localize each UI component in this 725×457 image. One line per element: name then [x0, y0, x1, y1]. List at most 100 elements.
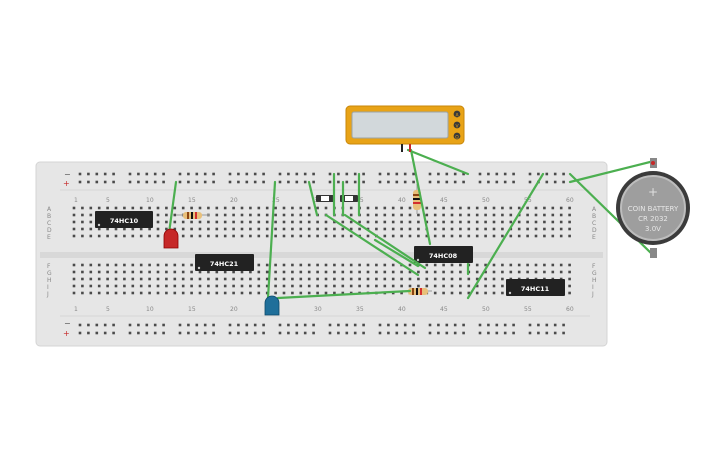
breadboard-hole[interactable] [139, 270, 143, 274]
breadboard-hole[interactable] [445, 323, 449, 327]
breadboard-hole[interactable] [203, 323, 207, 327]
breadboard-hole[interactable] [543, 263, 546, 267]
breadboard-hole[interactable] [249, 220, 252, 224]
breadboard-hole[interactable] [400, 206, 403, 210]
breadboard-hole[interactable] [378, 323, 382, 327]
breadboard-hole[interactable] [337, 180, 340, 184]
breadboard-hole[interactable] [417, 234, 420, 238]
breadboard-hole[interactable] [341, 270, 345, 274]
breadboard-hole[interactable] [295, 180, 299, 184]
breadboard-hole[interactable] [467, 277, 471, 281]
breadboard-hole[interactable] [106, 206, 109, 210]
breadboard-hole[interactable] [299, 277, 303, 281]
breadboard-hole[interactable] [501, 206, 504, 210]
breadboard-hole[interactable] [139, 227, 143, 231]
breadboard-hole[interactable] [89, 277, 93, 281]
breadboard-hole[interactable] [131, 284, 135, 288]
breadboard-hole[interactable] [114, 291, 118, 295]
breadboard-hole[interactable] [345, 323, 349, 327]
breadboard-hole[interactable] [78, 180, 82, 184]
breadboard-hole[interactable] [517, 234, 521, 238]
breadboard-hole[interactable] [87, 180, 90, 184]
breadboard-hole[interactable] [484, 263, 487, 267]
breadboard-hole[interactable] [249, 277, 252, 281]
breadboard-hole[interactable] [450, 234, 454, 238]
breadboard-hole[interactable] [274, 220, 277, 224]
breadboard-hole[interactable] [131, 234, 135, 238]
breadboard-hole[interactable] [403, 172, 407, 176]
breadboard-hole[interactable] [537, 323, 540, 327]
breadboard-hole[interactable] [349, 270, 353, 274]
breadboard-hole[interactable] [395, 172, 399, 176]
breadboard-hole[interactable] [139, 291, 143, 295]
breadboard-hole[interactable] [198, 284, 202, 288]
breadboard-hole[interactable] [198, 234, 202, 238]
wire[interactable] [409, 148, 432, 246]
breadboard-hole[interactable] [559, 213, 563, 217]
breadboard-hole[interactable] [223, 284, 227, 288]
breadboard-hole[interactable] [190, 284, 193, 288]
breadboard-hole[interactable] [503, 323, 507, 327]
breadboard-hole[interactable] [245, 172, 249, 176]
breadboard-hole[interactable] [459, 206, 462, 210]
breadboard-hole[interactable] [358, 284, 361, 288]
breadboard-hole[interactable] [307, 227, 311, 231]
breadboard-hole[interactable] [349, 227, 353, 231]
breadboard-hole[interactable] [509, 206, 513, 210]
breadboard-hole[interactable] [366, 220, 370, 224]
breadboard-hole[interactable] [526, 234, 529, 238]
breadboard-hole[interactable] [543, 270, 546, 274]
breadboard-hole[interactable] [165, 220, 168, 224]
breadboard-hole[interactable] [478, 323, 482, 327]
breadboard-hole[interactable] [383, 277, 387, 281]
breadboard-hole[interactable] [478, 180, 482, 184]
breadboard-hole[interactable] [249, 227, 252, 231]
breadboard-hole[interactable] [87, 172, 90, 176]
breadboard-hole[interactable] [553, 331, 557, 335]
breadboard-hole[interactable] [299, 227, 303, 231]
breadboard-hole[interactable] [198, 220, 202, 224]
breadboard-hole[interactable] [207, 227, 210, 231]
breadboard-hole[interactable] [72, 284, 76, 288]
breadboard-hole[interactable] [383, 220, 387, 224]
breadboard-hole[interactable] [484, 277, 487, 281]
breadboard-hole[interactable] [78, 172, 82, 176]
breadboard-hole[interactable] [526, 220, 529, 224]
breadboard-hole[interactable] [437, 172, 440, 176]
breadboard-hole[interactable] [545, 172, 549, 176]
breadboard-hole[interactable] [112, 331, 115, 335]
breadboard-hole[interactable] [307, 206, 311, 210]
breadboard-hole[interactable] [349, 263, 353, 267]
breadboard-hole[interactable] [137, 323, 140, 327]
breadboard-hole[interactable] [378, 172, 382, 176]
breadboard-hole[interactable] [282, 227, 286, 231]
breadboard-hole[interactable] [459, 213, 462, 217]
breadboard-hole[interactable] [165, 206, 168, 210]
breadboard-hole[interactable] [123, 227, 126, 231]
breadboard-hole[interactable] [428, 172, 432, 176]
breadboard-hole[interactable] [181, 206, 185, 210]
breadboard-hole[interactable] [190, 277, 193, 281]
breadboard-hole[interactable] [237, 180, 240, 184]
breadboard-hole[interactable] [195, 180, 199, 184]
breadboard-hole[interactable] [237, 323, 240, 327]
breadboard-hole[interactable] [195, 331, 199, 335]
breadboard-hole[interactable] [131, 263, 135, 267]
breadboard-hole[interactable] [375, 277, 378, 281]
breadboard-hole[interactable] [103, 323, 107, 327]
breadboard-hole[interactable] [103, 180, 107, 184]
breadboard-hole[interactable] [253, 331, 257, 335]
breadboard-hole[interactable] [475, 220, 479, 224]
breadboard-hole[interactable] [559, 220, 563, 224]
breadboard-hole[interactable] [324, 270, 328, 274]
breadboard-hole[interactable] [265, 234, 269, 238]
breadboard-hole[interactable] [312, 180, 315, 184]
breadboard-hole[interactable] [484, 213, 487, 217]
breadboard-hole[interactable] [97, 270, 101, 274]
breadboard-hole[interactable] [215, 277, 219, 281]
breadboard-hole[interactable] [287, 172, 290, 176]
breadboard-hole[interactable] [165, 270, 168, 274]
breadboard-hole[interactable] [291, 220, 294, 224]
breadboard-hole[interactable] [517, 227, 521, 231]
